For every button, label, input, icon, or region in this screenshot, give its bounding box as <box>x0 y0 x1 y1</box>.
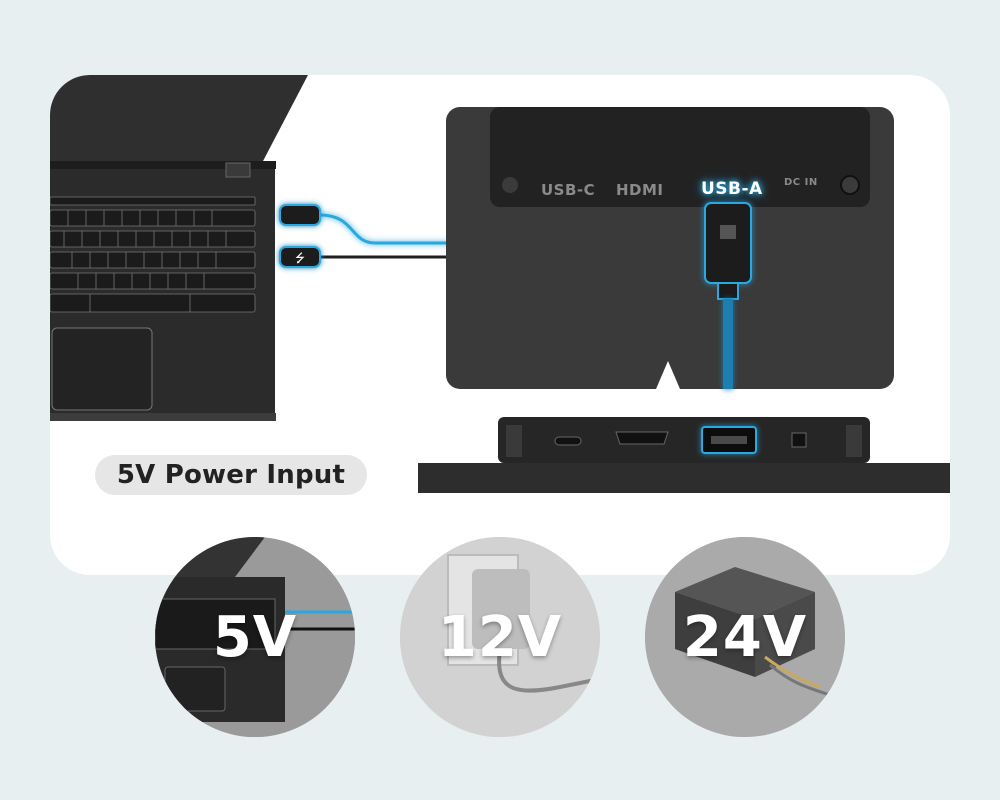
usb-cables: ⭍ <box>280 205 450 267</box>
voltage-option-12v: 12V <box>400 537 600 737</box>
connection-diagram: ⭍ <box>50 75 950 575</box>
voltage-label-5v: 5V <box>155 537 355 737</box>
main-illustration-card: ⭍ USB-C HDMI USB-A <box>50 75 950 575</box>
voltage-label-12v: 12V <box>400 537 600 737</box>
usb-a-port-label: USB-A <box>701 179 763 199</box>
laptop-icon <box>50 75 308 421</box>
voltage-option-24v: 24V <box>645 537 845 737</box>
port-zoom-panel <box>446 107 894 389</box>
svg-text:⭍: ⭍ <box>295 251 305 265</box>
dc-in-port-label: DC IN <box>784 177 818 188</box>
hdmi-port-label: HDMI <box>616 181 664 199</box>
monitor-port-strip <box>418 417 950 493</box>
voltage-option-5v: 5V <box>155 537 355 737</box>
power-input-badge: 5V Power Input <box>95 455 367 495</box>
usb-c-port-label: USB-C <box>541 181 595 199</box>
voltage-label-24v: 24V <box>645 537 845 737</box>
